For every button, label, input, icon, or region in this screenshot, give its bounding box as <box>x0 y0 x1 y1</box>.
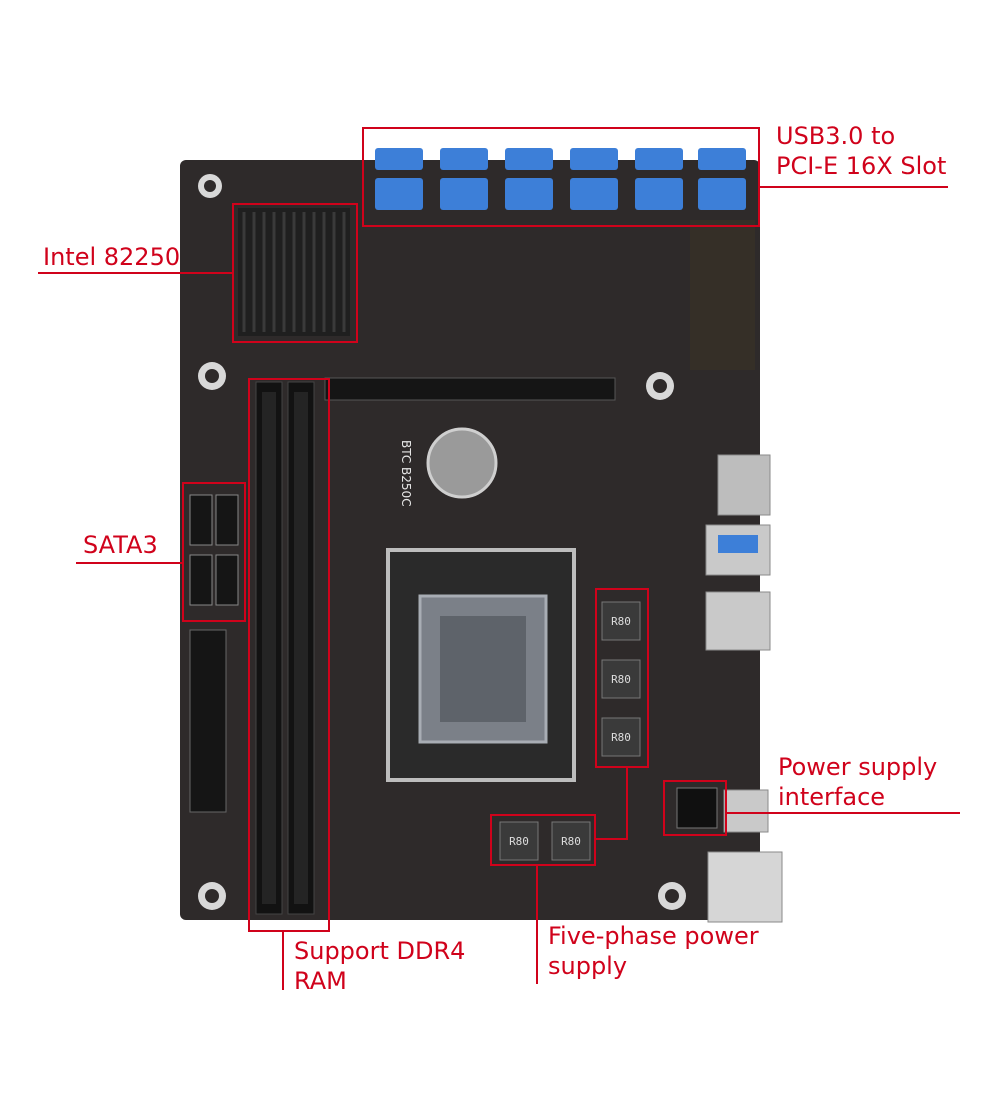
highlight-vrm-vertical <box>595 588 649 768</box>
label-usb-line2: PCI-E 16X Slot <box>776 152 947 180</box>
highlight-vrm-horizontal <box>490 814 596 866</box>
label-power-interface-line2: interface <box>778 783 886 811</box>
highlight-power-interface <box>663 780 727 836</box>
cmos-battery <box>426 427 498 499</box>
label-ddr4-line2: RAM <box>294 967 347 995</box>
label-usb-line1: USB3.0 to <box>776 122 896 150</box>
atx-24pin-connector <box>189 629 227 813</box>
label-sata: SATA3 <box>83 530 158 560</box>
leader-sata <box>76 562 182 564</box>
label-power-phase-line1: Five-phase power <box>548 922 759 950</box>
pcie-slot <box>324 377 616 401</box>
label-power-phase-line2: supply <box>548 952 628 980</box>
label-ddr4-line1: Support DDR4 <box>294 937 466 965</box>
choke-label: R80 <box>509 835 529 848</box>
highlight-chipset <box>232 203 358 343</box>
cpu-socket <box>386 548 576 782</box>
highlight-usb-ports <box>362 127 760 227</box>
label-power-phase: Five-phase power supply <box>548 921 759 981</box>
label-ddr4: Support DDR4 RAM <box>294 936 465 996</box>
highlight-sata <box>182 482 246 622</box>
label-usb: USB3.0 to PCI-E 16X Slot <box>776 121 946 181</box>
label-intel-text: Intel 82250 <box>43 243 181 271</box>
label-power-interface: Power supply interface <box>778 752 937 812</box>
leader-vrm-connector <box>626 768 628 840</box>
highlight-ram <box>248 378 330 932</box>
label-intel: Intel 82250 <box>43 242 180 272</box>
label-power-interface-line1: Power supply <box>778 753 938 781</box>
leader-vrm-connector-h <box>596 838 628 840</box>
choke-label: R80 <box>561 835 581 848</box>
label-sata-text: SATA3 <box>83 531 158 559</box>
chipset-heatsink <box>238 208 350 336</box>
ram-slots <box>255 381 315 915</box>
choke-label: R80 <box>611 731 631 744</box>
vrm-chokes <box>499 601 641 861</box>
rear-io <box>705 454 783 923</box>
cpu-power-connector <box>676 787 718 829</box>
choke-label: R80 <box>611 615 631 628</box>
usb3-port-bank <box>375 148 746 210</box>
leader-ram <box>282 932 284 990</box>
leader-usb <box>760 186 948 188</box>
choke-label: R80 <box>611 673 631 686</box>
leader-intel <box>38 272 232 274</box>
leader-power-interface <box>727 812 960 814</box>
sata-ports <box>189 494 239 606</box>
leader-vrm <box>536 866 538 984</box>
board-model-silkscreen: BTC B250C <box>399 440 413 507</box>
